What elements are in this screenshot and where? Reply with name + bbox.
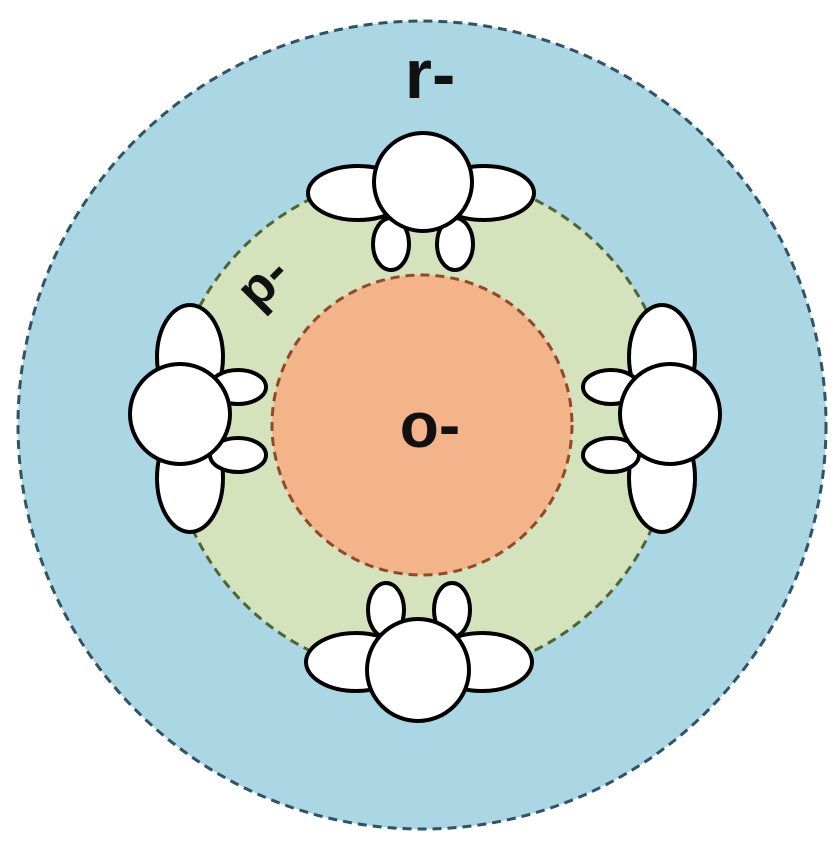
molecule-top-center [372,131,474,233]
molecule-right-center [618,362,722,466]
label-outer-shell: r- [405,35,456,113]
molecule-left [128,303,268,534]
molecule-right [581,303,722,534]
inner-core-o [270,273,574,577]
molecule-left-center [128,362,232,466]
molecule-bottom-center [365,617,471,723]
label-inner-core: o- [400,389,460,461]
molecule-bottom [304,581,534,723]
molecule-top [306,131,536,272]
